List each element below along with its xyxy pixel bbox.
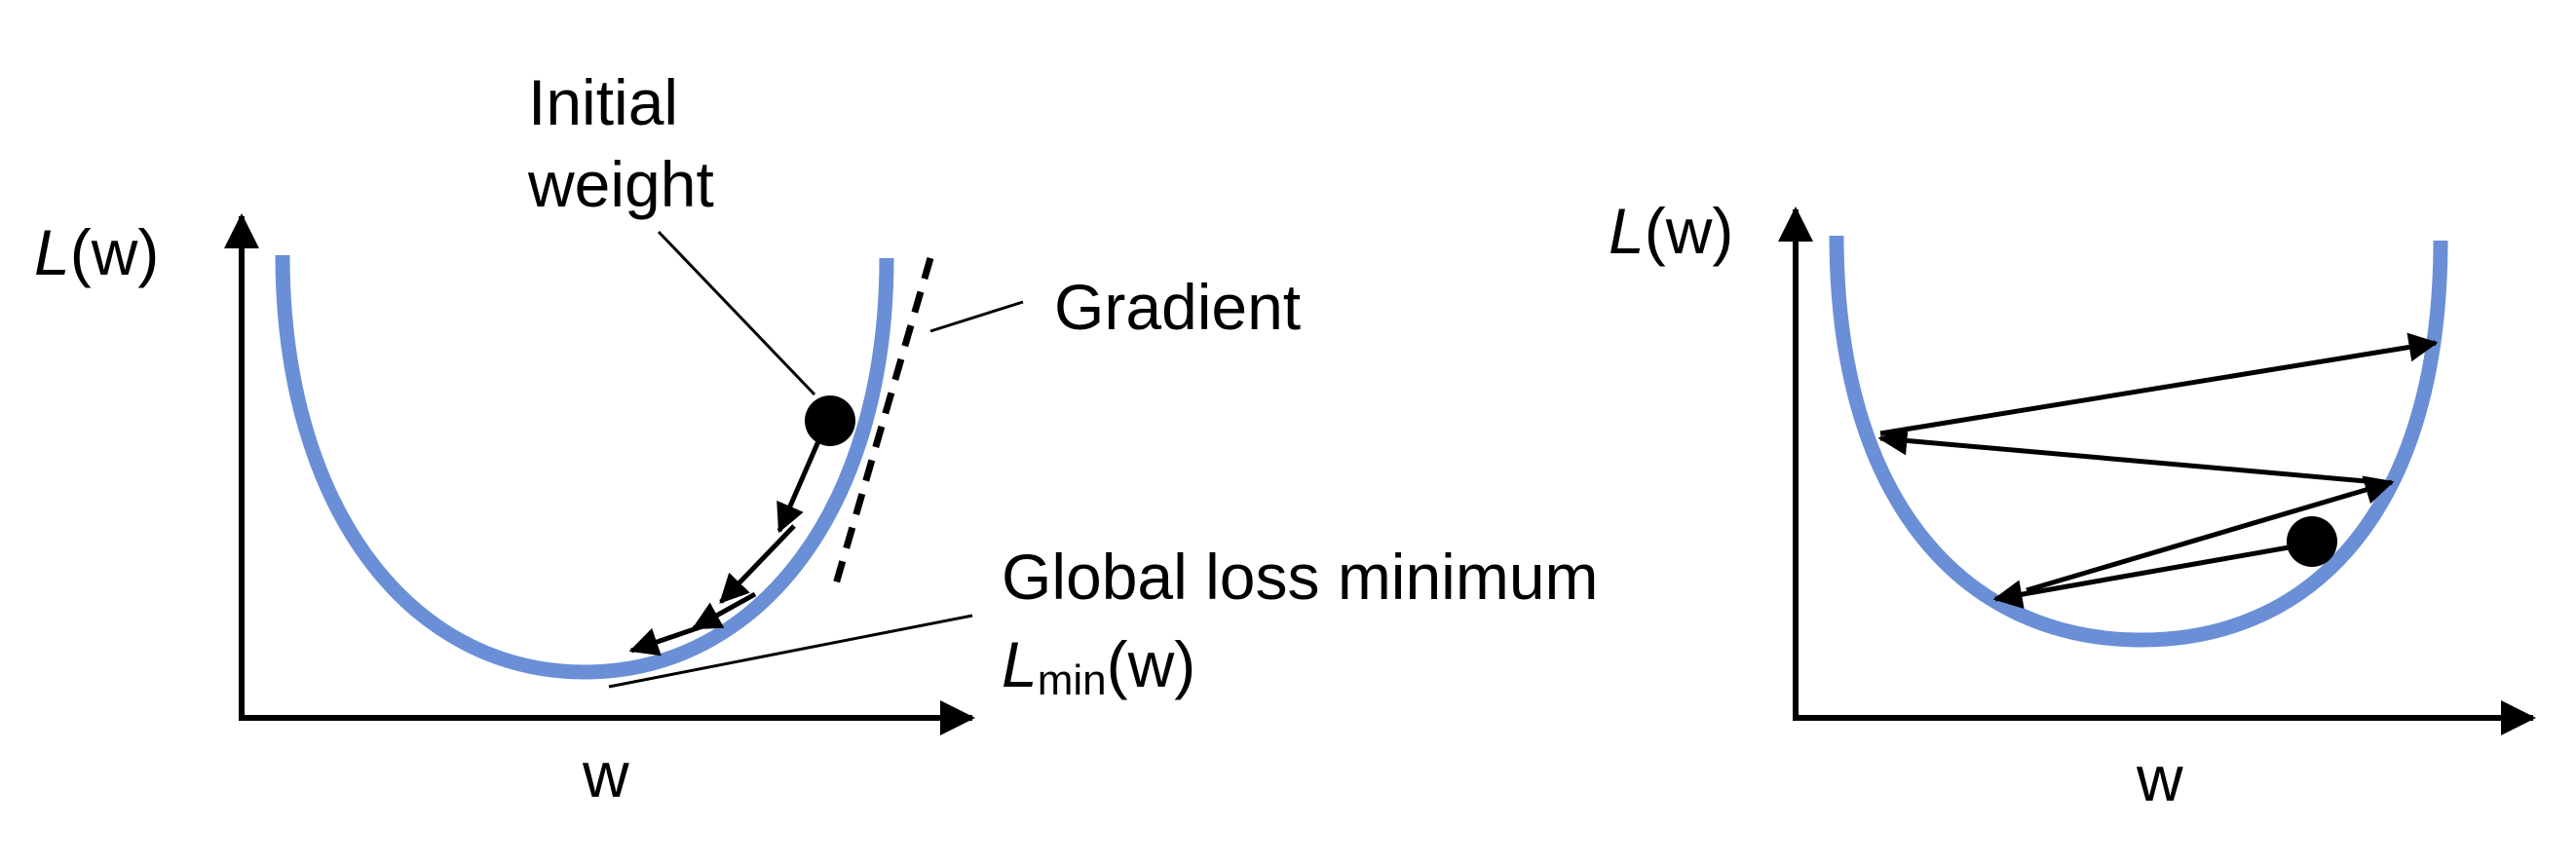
loss-curve xyxy=(275,254,894,680)
initial-weight-ball-right xyxy=(2287,516,2337,567)
descent-step-2 xyxy=(719,524,796,604)
gradient-tangent-line xyxy=(829,257,934,595)
right-panel: L(w) w xyxy=(1609,195,2536,814)
x-axis-label-right: w xyxy=(2136,742,2183,814)
left-panel: L(w) w Initial weight Gradient Global lo… xyxy=(34,66,1599,810)
lmin-label: Lmin(w) xyxy=(1002,628,1195,704)
global-minimum-pointer xyxy=(608,614,973,689)
initial-weight-label-line1: Initial xyxy=(528,66,678,138)
x-axis-label: w xyxy=(582,738,629,810)
oscillation-step-4 xyxy=(1879,332,2439,436)
descent-step-4 xyxy=(628,620,712,657)
initial-weight-pointer xyxy=(657,230,816,396)
oscillation-step-2 xyxy=(2026,475,2395,593)
oscillation-step-1 xyxy=(1992,541,2312,610)
descent-step-3 xyxy=(691,591,757,631)
initial-weight-label-line2: weight xyxy=(527,148,714,220)
gradient-pointer xyxy=(929,300,1024,333)
global-minimum-label: Global loss minimum xyxy=(1002,541,1599,613)
initial-weight-ball xyxy=(805,395,855,446)
gradient-label: Gradient xyxy=(1054,271,1301,343)
y-axis-label: L(w) xyxy=(34,216,159,288)
y-axis-label-right: L(w) xyxy=(1609,195,1733,267)
loss-curve-right xyxy=(1829,235,2448,648)
oscillation-step-3 xyxy=(1877,426,2378,485)
